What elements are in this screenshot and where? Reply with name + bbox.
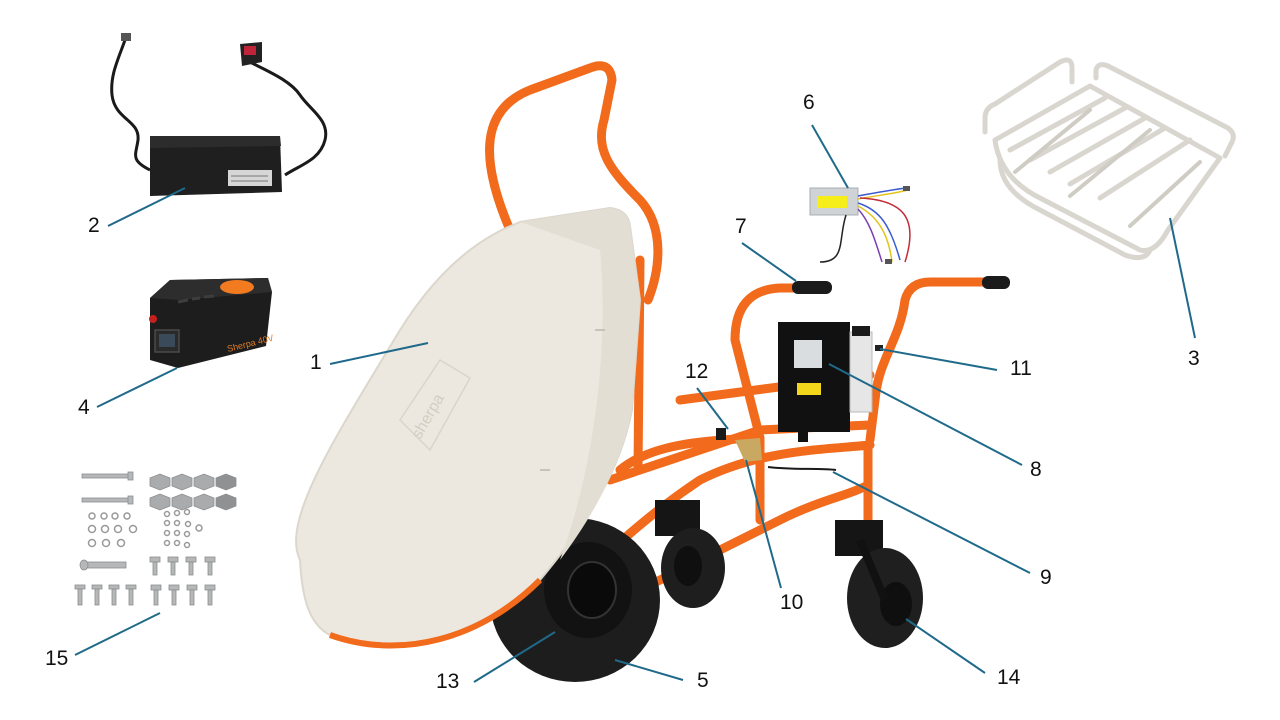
- key-switch-illustration: [716, 428, 726, 440]
- callout-13-hub-motor-wheel: 13: [436, 670, 460, 693]
- charger-illustration: [110, 33, 328, 196]
- leader-line-12: [696, 387, 729, 430]
- callout-2-charger: 2: [88, 214, 100, 237]
- leader-line-8: [828, 363, 1023, 466]
- leader-line-1: [329, 342, 429, 365]
- callout-9-brake-cable: 9: [1040, 566, 1052, 589]
- leader-line-11: [879, 348, 998, 371]
- callout-3-cargo-rack: 3: [1188, 347, 1200, 370]
- handle-grips: [792, 276, 1010, 294]
- leader-line-15: [74, 612, 161, 656]
- leader-line-14: [905, 618, 986, 674]
- rear-large-wheel: [490, 518, 660, 682]
- callout-5-rear-large-wheel: 5: [697, 669, 709, 692]
- leader-line-13: [473, 631, 556, 683]
- callout-11-motor: 11: [1010, 357, 1032, 380]
- motor-controller-illustration: [809, 186, 911, 264]
- callout-8-battery-box: 8: [1030, 458, 1042, 481]
- callout-12-key-switch: 12: [685, 360, 709, 383]
- battery-illustration: [149, 278, 272, 368]
- callout-1-tub: 1: [310, 351, 322, 374]
- front-swivel-wheel: [835, 520, 923, 648]
- battery-box-illustration: [778, 322, 850, 442]
- leader-line-10: [745, 459, 782, 589]
- middle-wheel: [655, 500, 725, 608]
- fastener-kit-illustration: [74, 471, 237, 606]
- callout-7-throttle-grip: 7: [735, 215, 747, 238]
- callout-10-tipping-hinge: 10: [780, 591, 804, 614]
- leader-line-6: [811, 124, 849, 189]
- leader-line-2: [107, 187, 186, 227]
- callout-6-motor-controller: 6: [803, 91, 815, 114]
- leader-line-3: [1169, 217, 1196, 339]
- leader-lines: [74, 124, 1196, 683]
- tub-illustration: [295, 206, 642, 649]
- callout-4-battery: 4: [78, 396, 90, 419]
- callout-14-front-swivel-wheel: 14: [997, 666, 1021, 689]
- leader-line-5: [614, 659, 684, 681]
- cargo-rack-illustration: [982, 57, 1236, 261]
- leader-line-7: [741, 242, 797, 282]
- brake-cable-illustration: [767, 466, 837, 471]
- callout-15-fastener-kit: 15: [45, 647, 69, 670]
- leader-line-9: [832, 471, 1031, 574]
- leader-line-4: [96, 367, 178, 408]
- motor-illustration: [849, 326, 883, 413]
- tipping-hinge-illustration: [735, 438, 762, 462]
